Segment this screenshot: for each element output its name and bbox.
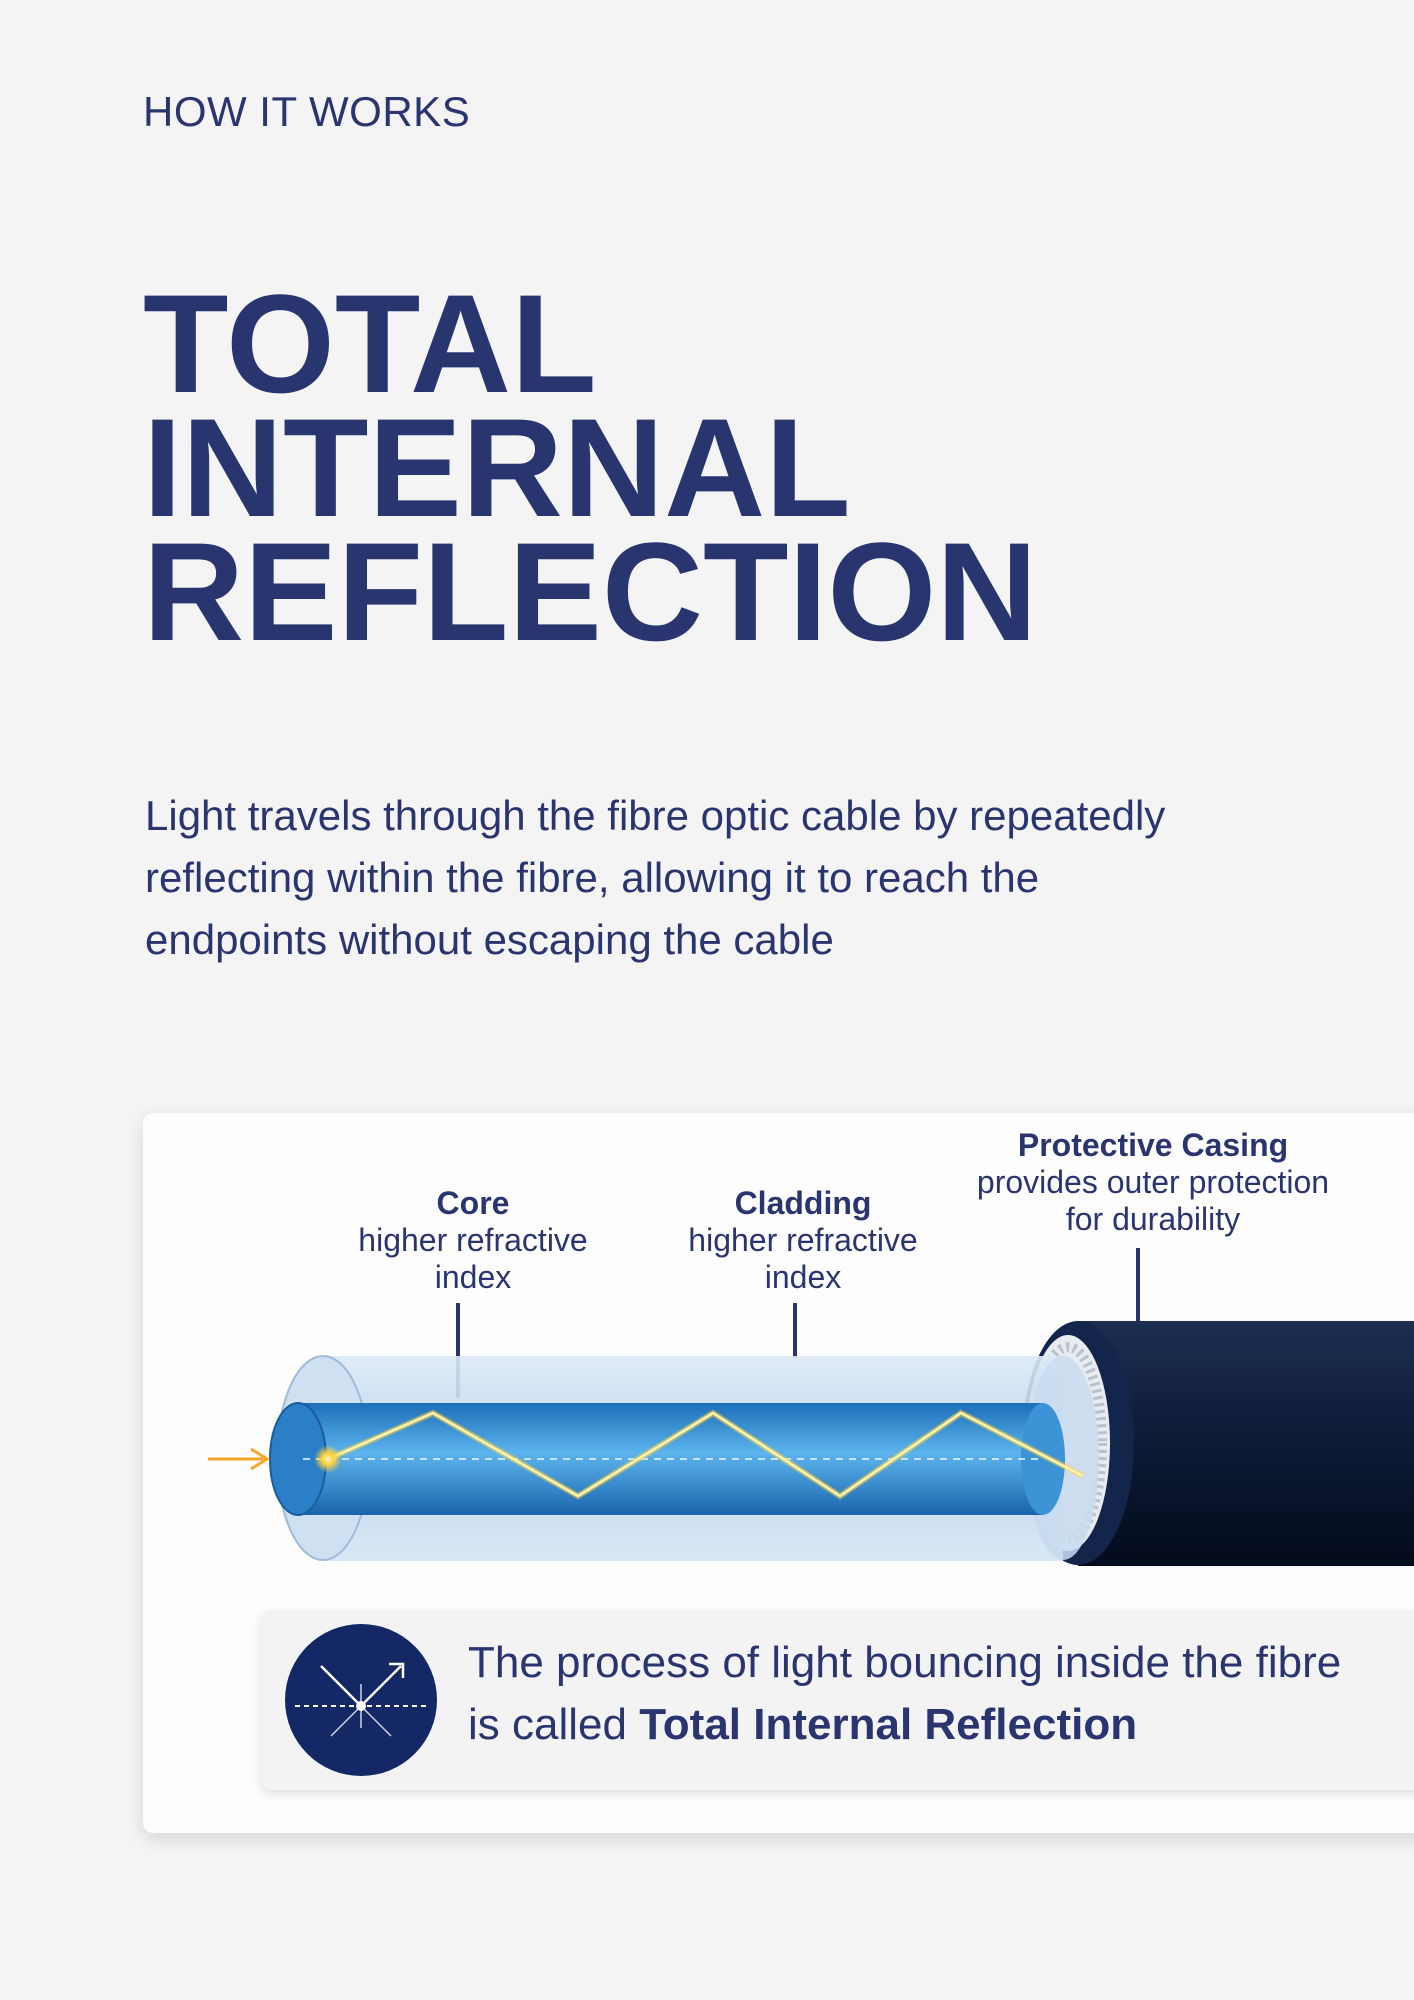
note-text: The process of light bouncing inside the… [468, 1632, 1368, 1756]
casing-label-name: Protective Casing [1017, 1127, 1289, 1163]
cladding-label-desc-1: higher refractive [688, 1222, 918, 1258]
title-line-2: INTERNAL [143, 389, 851, 546]
light-input-arrow-icon [208, 1447, 270, 1471]
casing-label-desc-1: provides outer protection [976, 1164, 1330, 1200]
fibre-diagram-card: Core higher refractive index Cladding hi… [143, 1113, 1414, 1833]
core-label-name: Core [436, 1185, 510, 1221]
note-text-regular: The process of light bouncing inside the… [468, 1638, 1342, 1749]
core-layer [269, 1402, 1065, 1516]
core-label: Core higher refractive index [333, 1185, 613, 1296]
reflection-note: The process of light bouncing inside the… [261, 1610, 1414, 1790]
title-line-1: TOTAL [143, 265, 597, 422]
core-label-desc-2: index [434, 1259, 512, 1295]
cladding-label-name: Cladding [734, 1185, 872, 1221]
fibre-cable-illustration [208, 1248, 1414, 1566]
note-text-bold: Total Internal Reflection [639, 1700, 1138, 1749]
page-title: TOTAL INTERNAL REFLECTION [143, 265, 1038, 670]
core-label-desc-1: higher refractive [358, 1222, 588, 1258]
eyebrow-label: HOW IT WORKS [143, 88, 471, 135]
reflection-icon [285, 1624, 437, 1776]
casing-label: Protective Casing provides outer protect… [943, 1127, 1363, 1238]
lead-paragraph: Light travels through the fibre optic ca… [145, 792, 1166, 963]
cladding-label: Cladding higher refractive index [663, 1185, 943, 1296]
title-line-3: REFLECTION [143, 513, 1038, 670]
cladding-label-desc-2: index [764, 1259, 842, 1295]
casing-label-desc-2: for durability [1065, 1201, 1241, 1237]
